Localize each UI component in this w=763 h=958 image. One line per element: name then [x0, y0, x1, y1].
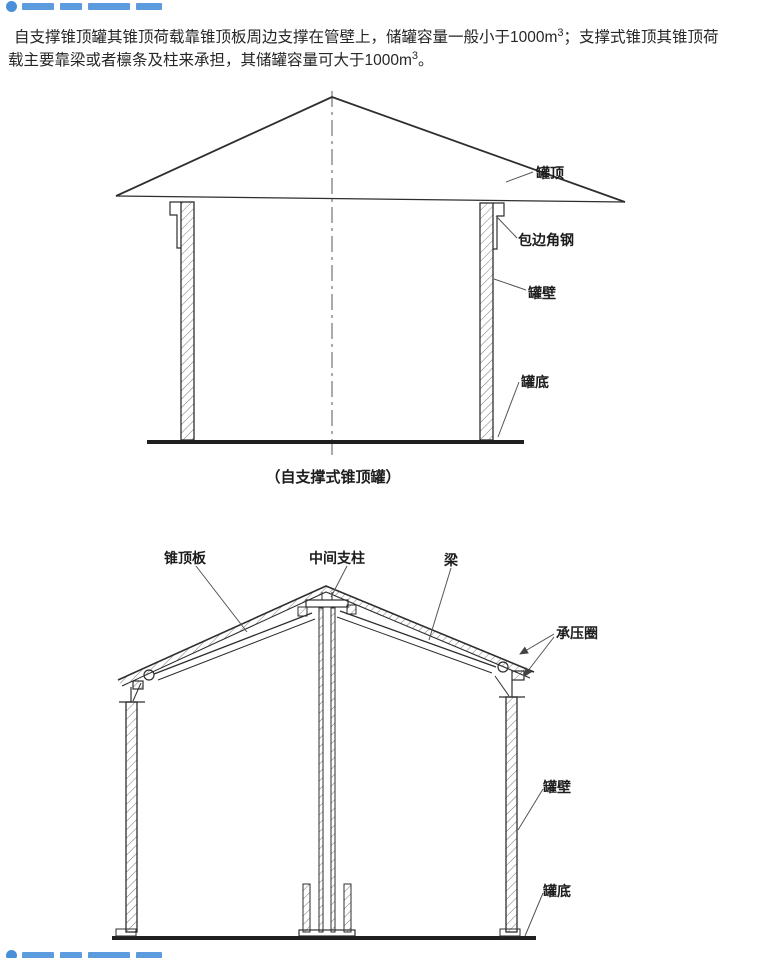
leader-wall [493, 278, 527, 291]
leader-beam [428, 567, 452, 641]
leader-pressure-ring-1 [519, 633, 555, 655]
cropped-text-fragment [88, 3, 130, 10]
tank-roof [115, 96, 626, 203]
paragraph-line-2: 载主要靠梁或者檩条及柱来承担，其储罐容量可大于1000m3。 [8, 49, 757, 72]
site-logo-icon [6, 950, 17, 958]
leader-lines [493, 171, 534, 438]
label-tank-roof: 罐顶 [536, 165, 564, 181]
cropped-bottom-banner [0, 946, 763, 958]
leader-center-column [330, 565, 348, 598]
edge-angle-details [169, 201, 505, 250]
tank-walls-2 [125, 696, 518, 933]
roof-beams [153, 610, 497, 681]
leader-cone-plate [195, 565, 248, 633]
paragraph-line-1: 自支撑锥顶罐其锥顶荷载靠锥顶板周边支撑在管壁上，储罐容量一般小于1000m3；支… [8, 26, 757, 49]
label-center-column: 中间支柱 [309, 550, 365, 566]
label-tank-bottom: 罐底 [521, 374, 549, 390]
cropped-text-fragment [60, 952, 82, 958]
cone-roof-plate [117, 585, 535, 687]
cropped-text-fragment [136, 3, 162, 10]
cropped-text-fragment [22, 952, 54, 958]
eave-bolt-right [497, 661, 509, 673]
tank-wall-right [505, 696, 518, 933]
superscript-3: 3 [557, 26, 564, 39]
leader-bottom [497, 381, 520, 438]
label-beam: 梁 [444, 552, 458, 568]
diagram-self-supporting-cone-roof-tank [115, 91, 626, 458]
label-tank-wall-2: 罐壁 [543, 779, 571, 795]
paragraph-text: 自支撑锥顶罐其锥顶荷载靠锥顶板周边支撑在管壁上，储罐容量一般小于1000m [14, 29, 558, 46]
cropped-text-fragment [88, 952, 130, 958]
center-column [297, 592, 357, 937]
cropped-text-fragment [60, 3, 82, 10]
tank-wall-right [479, 202, 494, 441]
label-cone-roof-plate: 锥顶板 [164, 550, 206, 566]
leader-roof [505, 171, 534, 183]
eave-bolt-left [143, 669, 155, 681]
diagram-supported-cone-roof-tank [112, 565, 555, 940]
label-tank-bottom-2: 罐底 [543, 883, 571, 899]
leader-bottom-2 [524, 892, 544, 937]
leader-wall-2 [517, 788, 544, 831]
leader-edge-angle [495, 215, 518, 239]
label-pressure-ring: 承压圈 [556, 625, 598, 641]
paragraph-text: ；支撑式锥顶其锥顶荷 [563, 29, 719, 46]
leader-lines-2 [195, 565, 555, 937]
tank-wall-left [125, 701, 138, 933]
superscript-3: 3 [411, 49, 419, 62]
paragraph-text: 载主要靠梁或者檩条及柱来承担，其储罐容量可大于1000m [8, 52, 412, 69]
diagram1-caption: （自支撑式锥顶罐） [265, 469, 401, 486]
paragraph-text: 。 [418, 52, 434, 69]
label-edge-angle: 包边角钢 [518, 232, 574, 248]
label-tank-wall: 罐壁 [528, 285, 556, 301]
body-paragraph: 自支撑锥顶罐其锥顶荷载靠锥顶板周边支撑在管壁上，储罐容量一般小于1000m3；支… [8, 26, 757, 72]
tank-walls [180, 201, 494, 441]
site-logo-icon [6, 1, 17, 12]
tank-wall-left [180, 201, 195, 441]
leader-pressure-ring-2 [523, 636, 555, 677]
cropped-text-fragment [136, 952, 162, 958]
tank-bottom-plate-2 [112, 928, 536, 940]
cropped-top-banner [0, 0, 763, 12]
cropped-text-fragment [22, 3, 54, 10]
tank-bottom-plate [147, 440, 524, 444]
